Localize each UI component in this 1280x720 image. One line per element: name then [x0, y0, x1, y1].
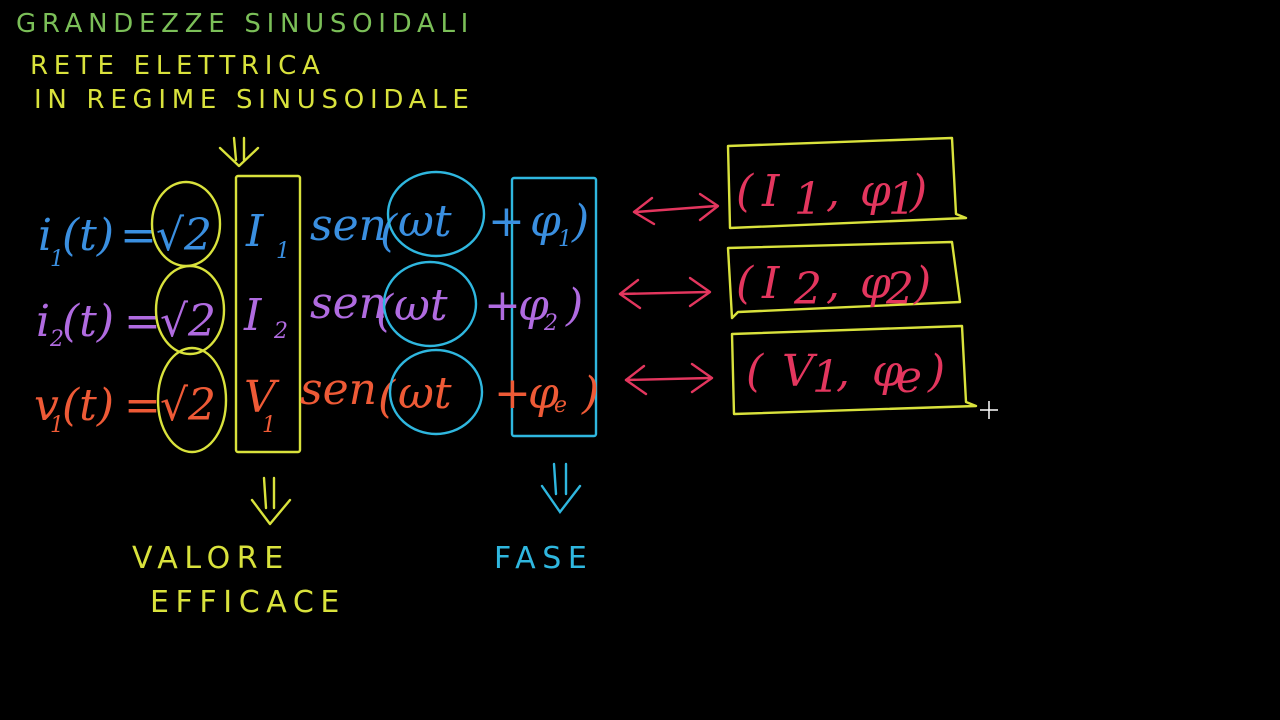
amplitude-column-box: [234, 174, 302, 454]
equals-sign: =: [120, 210, 157, 261]
omega-circle: [386, 170, 486, 258]
pair-first: I: [761, 258, 785, 309]
pair-box-2: [726, 240, 962, 320]
pair-separator: ,: [826, 166, 845, 217]
pair-open: (: [736, 258, 758, 309]
pair-3: ( V 1 , φ e ): [746, 346, 950, 403]
sen-function: sen: [310, 200, 387, 251]
equals-sign: =: [124, 296, 161, 347]
sqrt-two: √2: [156, 210, 212, 261]
pair-first-subscript: 1: [794, 174, 827, 225]
double-arrow-icon: [618, 276, 712, 310]
amplitude-symbol: I: [243, 290, 263, 341]
pair-second: φ: [860, 258, 896, 309]
title-line-3: IN REGIME SINUSOIDALE: [34, 85, 475, 115]
pair-open: (: [736, 166, 758, 217]
amplitude-subscript: 2: [273, 319, 288, 344]
phase-symbol: φ: [530, 196, 561, 247]
pair-second-subscript: e: [896, 352, 927, 403]
label-valore: VALORE: [132, 541, 290, 576]
omega-circle: [382, 260, 478, 348]
pair-first: I: [761, 166, 785, 217]
sqrt-two: √2: [160, 380, 216, 431]
close-paren: ): [565, 280, 583, 331]
lhs-subscript: 1: [50, 413, 64, 438]
pair-close: ): [927, 346, 950, 397]
phase-symbol: φ: [528, 368, 559, 419]
lhs-symbol: v: [34, 380, 59, 431]
pair-separator: ,: [826, 258, 845, 309]
open-paren: (: [380, 206, 398, 257]
open-paren: (: [378, 372, 396, 423]
amplitude-subscript: 1: [262, 413, 276, 438]
lhs-subscript: 2: [49, 327, 64, 352]
root-circle: [156, 346, 228, 454]
title-line-1: GRANDEZZE SINUSOIDALI: [16, 9, 474, 39]
amplitude-subscript: 1: [276, 239, 290, 264]
sen-function: sen: [310, 278, 387, 329]
pair-separator: ,: [836, 346, 855, 397]
down-arrow-icon: [540, 462, 582, 515]
pair-first-subscript: 1: [812, 352, 845, 403]
down-arrow-icon: [250, 476, 292, 526]
pair-box-3: [730, 324, 978, 416]
lhs-argument: (t): [62, 296, 114, 347]
omega-t: ωt: [398, 368, 452, 419]
equation-row-2: i 2 (t) = √2 I 2 sen ( ωt + φ 2 ): [36, 260, 583, 356]
phase-symbol: φ: [518, 280, 549, 331]
close-paren: ): [581, 368, 599, 419]
pair-second: φ: [872, 346, 908, 397]
plus-sign: +: [484, 280, 521, 331]
pair-second-subscript: 1: [888, 174, 921, 225]
down-arrow-icon: [218, 136, 260, 168]
pair-second: φ: [860, 166, 896, 217]
double-arrow-icon: [632, 192, 720, 226]
title-line-2: RETE ELETTRICA: [30, 51, 325, 81]
pair-1: ( I 1 , φ 1 ): [736, 166, 932, 225]
lhs-argument: (t): [62, 210, 114, 261]
omega-t: ωt: [398, 196, 452, 247]
label-efficace: EFFICACE: [150, 585, 346, 620]
pair-close: ): [909, 166, 932, 217]
plus-sign: +: [494, 368, 531, 419]
label-fase: FASE: [494, 541, 593, 576]
pair-open: (: [746, 346, 768, 397]
equation-row-1: i 1 (t) = √2 I 1 sen ( ωt + φ 1 ): [38, 170, 589, 272]
sqrt-two: √2: [160, 296, 216, 347]
phase-subscript: 2: [543, 311, 558, 336]
lhs-symbol: i: [38, 210, 52, 261]
phase-subscript: 1: [558, 227, 572, 252]
crosshair-cursor-icon: [980, 401, 998, 419]
phase-subscript: e: [554, 393, 567, 418]
lhs-symbol: i: [36, 296, 50, 347]
equals-sign: =: [124, 380, 161, 431]
pair-box-1: [726, 136, 968, 230]
double-arrow-icon: [624, 362, 714, 396]
pair-second-subscript: 2: [885, 264, 919, 315]
close-paren: ): [571, 196, 589, 247]
omega-t: ωt: [394, 280, 448, 331]
pair-close: ): [913, 258, 936, 309]
sen-function: sen: [300, 364, 377, 415]
omega-circle: [388, 348, 484, 436]
lhs-subscript: 1: [50, 247, 64, 272]
root-circle: [154, 264, 226, 356]
pair-first-subscript: 2: [793, 264, 827, 315]
plus-sign: +: [488, 196, 525, 247]
lhs-argument: (t): [62, 380, 114, 431]
pair-first: V: [782, 346, 819, 397]
amplitude-symbol: I: [245, 206, 265, 257]
amplitude-symbol: V: [244, 372, 280, 423]
phase-column-box: [510, 176, 598, 438]
pair-2: ( I 2 , φ 2 ): [736, 258, 936, 315]
equation-row-3: v 1 (t) = √2 V 1 sen ( ωt + φ e ): [34, 346, 599, 454]
